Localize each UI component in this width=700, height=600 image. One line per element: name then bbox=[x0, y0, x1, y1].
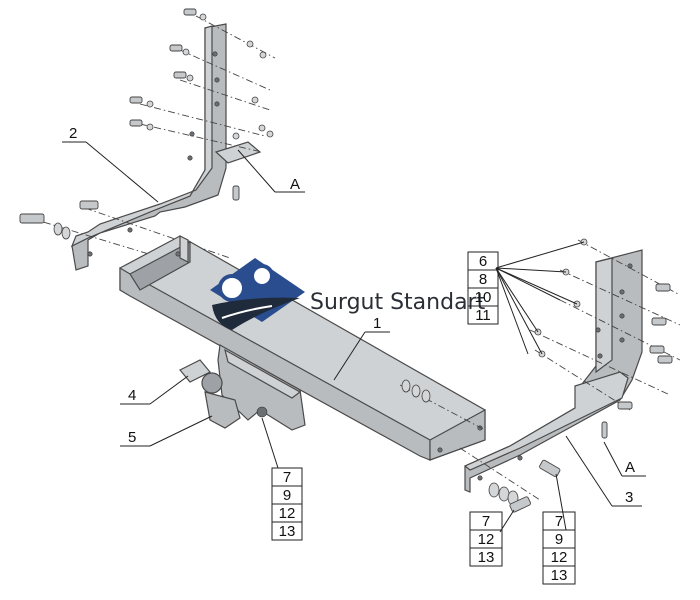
hardware-fan-leaders bbox=[495, 241, 585, 355]
stack-cell bbox=[271, 521, 303, 541]
left-bracket-hardware bbox=[19, 8, 276, 280]
left-bracket bbox=[70, 23, 227, 271]
right-bracket bbox=[463, 249, 643, 493]
stack-number: 13 bbox=[478, 549, 495, 566]
logo-emblem bbox=[210, 258, 305, 322]
label-detail-a-right: A bbox=[625, 459, 635, 476]
label-detail-a-top: A bbox=[290, 176, 300, 193]
label-part-1: 1 bbox=[373, 315, 381, 332]
stack-number: 10 bbox=[475, 289, 492, 306]
main-beam bbox=[119, 235, 486, 461]
stack-cell bbox=[469, 547, 503, 567]
label-part-4: 4 bbox=[128, 387, 136, 404]
stack-number: 7 bbox=[283, 469, 291, 486]
stack-number: 12 bbox=[551, 549, 568, 566]
logo-text: Surgut Standart bbox=[310, 290, 486, 315]
ball-mount bbox=[179, 344, 306, 431]
label-part-5: 5 bbox=[128, 429, 136, 446]
stack-cell bbox=[467, 305, 499, 325]
label-part-3: 3 bbox=[625, 489, 633, 506]
stack-number: 9 bbox=[283, 487, 291, 504]
stack-number: 13 bbox=[279, 523, 296, 540]
detail-plate-top bbox=[214, 132, 262, 201]
stack-number: 12 bbox=[478, 531, 495, 548]
stack-number: 13 bbox=[551, 567, 568, 584]
stack-number: 7 bbox=[482, 513, 490, 530]
surgut-logo: Surgut Standart bbox=[210, 258, 486, 330]
stack-number: 11 bbox=[475, 307, 491, 324]
stack-number: 9 bbox=[555, 531, 563, 548]
stack-number: 7 bbox=[555, 513, 563, 530]
stack-number: 12 bbox=[279, 505, 296, 522]
stack-cell bbox=[542, 565, 576, 585]
right-bracket-hardware bbox=[459, 238, 681, 513]
label-part-2: 2 bbox=[69, 125, 77, 142]
stack-number: 6 bbox=[479, 253, 487, 270]
stack-number: 8 bbox=[479, 271, 487, 288]
